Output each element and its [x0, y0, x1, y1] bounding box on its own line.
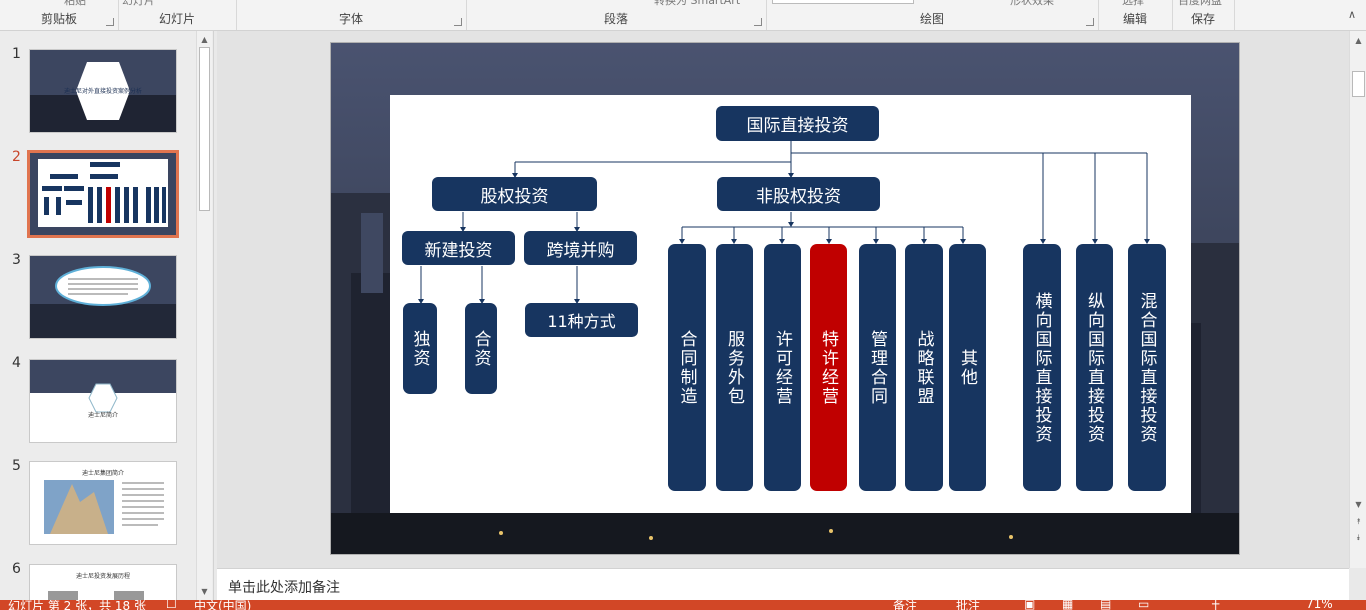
slide-thumbnail-4[interactable]: 迪士尼简介 — [29, 359, 177, 443]
node-strategic-alliance[interactable]: 战略联盟 — [905, 244, 943, 491]
baidu-netdisk-label[interactable]: 百度网盘 — [1178, 0, 1222, 7]
comments-toggle-button[interactable]: 批注 — [956, 600, 981, 610]
select-label[interactable]: 选择 — [1122, 0, 1144, 7]
group-label-slides: 幻灯片 — [158, 12, 195, 26]
thumbnail-image — [48, 591, 144, 601]
node-other[interactable]: 其他 — [949, 244, 986, 491]
dialog-launcher-icon[interactable] — [106, 18, 114, 26]
thumbnail-title: 迪士尼对外直接投资案例分析 — [63, 88, 142, 95]
node-equity-investment[interactable]: 股权投资 — [432, 177, 597, 211]
new-slide-label[interactable]: 幻灯片 — [122, 0, 155, 7]
scroll-up-icon[interactable]: ▲ — [1355, 36, 1362, 45]
node-licensing[interactable]: 许可经营 — [764, 244, 801, 491]
node-non-equity-investment[interactable]: 非股权投资 — [717, 177, 880, 211]
thumbnail-image — [30, 256, 176, 338]
slide-count-text: 幻灯片 第 2 张，共 18 张 — [8, 600, 146, 610]
node-contract-manufacturing[interactable]: 合同制造 — [668, 244, 706, 491]
group-label-editing: 编辑 — [1122, 12, 1147, 26]
scrollbar-thumb[interactable] — [1352, 71, 1365, 97]
slide-thumbnail-3[interactable] — [29, 255, 177, 339]
zoom-level[interactable]: 71% — [1306, 600, 1333, 610]
dialog-launcher-icon[interactable] — [1086, 18, 1094, 26]
ribbon-group-drawing: 形状效果 绘图 — [766, 0, 1099, 30]
ribbon-group-clipboard: 粘贴 剪贴板 — [0, 0, 119, 30]
group-label-font: 字体 — [338, 12, 363, 26]
slide-thumbnail-1[interactable]: 迪士尼对外直接投资案例分析 — [29, 49, 177, 133]
thumbnail-image — [30, 50, 176, 132]
slide-canvas[interactable]: 国际直接投资 股权投资 非股权投资 新建投资 跨境并购 独资 合资 11种方式 … — [330, 42, 1240, 555]
thumbnail-title: 迪士尼简介 — [87, 412, 118, 419]
node-vertical-fdi[interactable]: 纵向国际直接投资 — [1076, 244, 1113, 491]
slide-thumbnail-6[interactable]: 迪士尼投资发展历程 — [29, 564, 177, 601]
status-bar: 幻灯片 第 2 张，共 18 张 ☐ 中文(中国) 备注 批注 ▣ ▦ ▤ ▭ … — [0, 600, 1366, 610]
language-indicator[interactable]: 中文(中国) — [194, 600, 252, 610]
slide-number: 5 — [12, 458, 21, 474]
ribbon-group-save: 百度网盘 保存 — [1172, 0, 1235, 30]
dialog-launcher-icon[interactable] — [454, 18, 462, 26]
ribbon-group-slides: 幻灯片 幻灯片 — [118, 0, 237, 30]
node-joint-venture[interactable]: 合资 — [465, 303, 497, 394]
scroll-down-icon[interactable]: ▼ — [201, 587, 208, 596]
shape-gallery[interactable] — [772, 0, 914, 4]
spellcheck-icon[interactable]: ☐ — [166, 600, 177, 610]
ribbon: 粘贴 剪贴板 幻灯片 幻灯片 字体 转换为 SmartArt 段落 形状效果 绘… — [0, 0, 1366, 31]
node-mixed-fdi[interactable]: 混合国际直接投资 — [1128, 244, 1166, 491]
scroll-down-icon[interactable]: ▼ — [1355, 500, 1362, 509]
ribbon-group-editing: 选择 编辑 — [1098, 0, 1173, 30]
thumbnail-scrollbar[interactable]: ▲ ▼ — [196, 31, 212, 600]
group-label-drawing: 绘图 — [919, 12, 944, 26]
notes-placeholder[interactable]: 单击此处添加备注 — [228, 580, 340, 596]
slide-number: 1 — [12, 46, 21, 62]
node-management-contract[interactable]: 管理合同 — [859, 244, 896, 491]
scrollbar-thumb[interactable] — [199, 47, 210, 211]
slide-number: 4 — [12, 355, 21, 371]
node-horizontal-fdi[interactable]: 横向国际直接投资 — [1023, 244, 1061, 491]
notes-toggle-button[interactable]: 备注 — [893, 600, 918, 610]
slide-thumbnail-panel: 1 迪士尼对外直接投资案例分析 2 — [0, 31, 214, 601]
connector-lines — [418, 141, 1150, 304]
smartart-label[interactable]: 转换为 SmartArt — [654, 0, 741, 7]
scroll-up-icon[interactable]: ▲ — [201, 35, 208, 44]
node-sole-venture[interactable]: 独资 — [403, 303, 437, 394]
ribbon-group-font: 字体 — [236, 0, 467, 30]
group-label-save: 保存 — [1190, 12, 1215, 26]
slide-thumbnail-2-selected[interactable] — [27, 150, 179, 238]
paste-label[interactable]: 粘贴 — [64, 0, 86, 7]
collapse-ribbon-icon[interactable]: ∧ — [1348, 8, 1357, 21]
next-slide-icon[interactable]: ⯯ — [1356, 533, 1361, 542]
thumbnail-title: 迪士尼集团简介 — [81, 470, 124, 477]
thumbnail-image — [30, 153, 176, 235]
slide-sorter-view-icon[interactable]: ▦ — [1062, 600, 1074, 610]
slideshow-view-icon[interactable]: ▭ — [1138, 600, 1150, 610]
node-franchising-highlighted[interactable]: 特许经营 — [810, 244, 847, 491]
thumbnail-image — [30, 360, 176, 442]
diagram-panel: 国际直接投资 股权投资 非股权投资 新建投资 跨境并购 独资 合资 11种方式 … — [390, 95, 1191, 513]
ribbon-group-paragraph: 转换为 SmartArt 段落 — [466, 0, 767, 30]
shape-effects-label[interactable]: 形状效果 — [1010, 0, 1054, 7]
normal-view-icon[interactable]: ▣ — [1024, 600, 1036, 610]
group-label-paragraph: 段落 — [603, 12, 628, 26]
slide-number: 3 — [12, 252, 21, 268]
node-international-direct-investment[interactable]: 国际直接投资 — [716, 106, 879, 141]
dialog-launcher-icon[interactable] — [754, 18, 762, 26]
thumbnail-title: 迪士尼投资发展历程 — [75, 573, 130, 580]
reading-view-icon[interactable]: ▤ — [1100, 600, 1112, 610]
node-service-outsourcing[interactable]: 服务外包 — [716, 244, 753, 491]
slide-number: 6 — [12, 561, 21, 577]
slide-thumbnail-5[interactable]: 迪士尼集团简介 — [29, 461, 177, 545]
zoom-slider[interactable]: ┼ — [1212, 600, 1220, 610]
node-cross-border-ma[interactable]: 跨境并购 — [524, 231, 637, 265]
node-eleven-ways[interactable]: 11种方式 — [525, 303, 638, 337]
thumbnail-image — [44, 480, 164, 534]
canvas-scrollbar[interactable]: ▲ ▼ ⯭ ⯯ — [1349, 31, 1366, 568]
group-label-clipboard: 剪贴板 — [40, 12, 77, 26]
notes-pane[interactable]: 单击此处添加备注 — [217, 568, 1349, 601]
slide-number-selected: 2 — [12, 149, 21, 165]
node-greenfield-investment[interactable]: 新建投资 — [402, 231, 515, 265]
previous-slide-icon[interactable]: ⯭ — [1356, 517, 1361, 526]
